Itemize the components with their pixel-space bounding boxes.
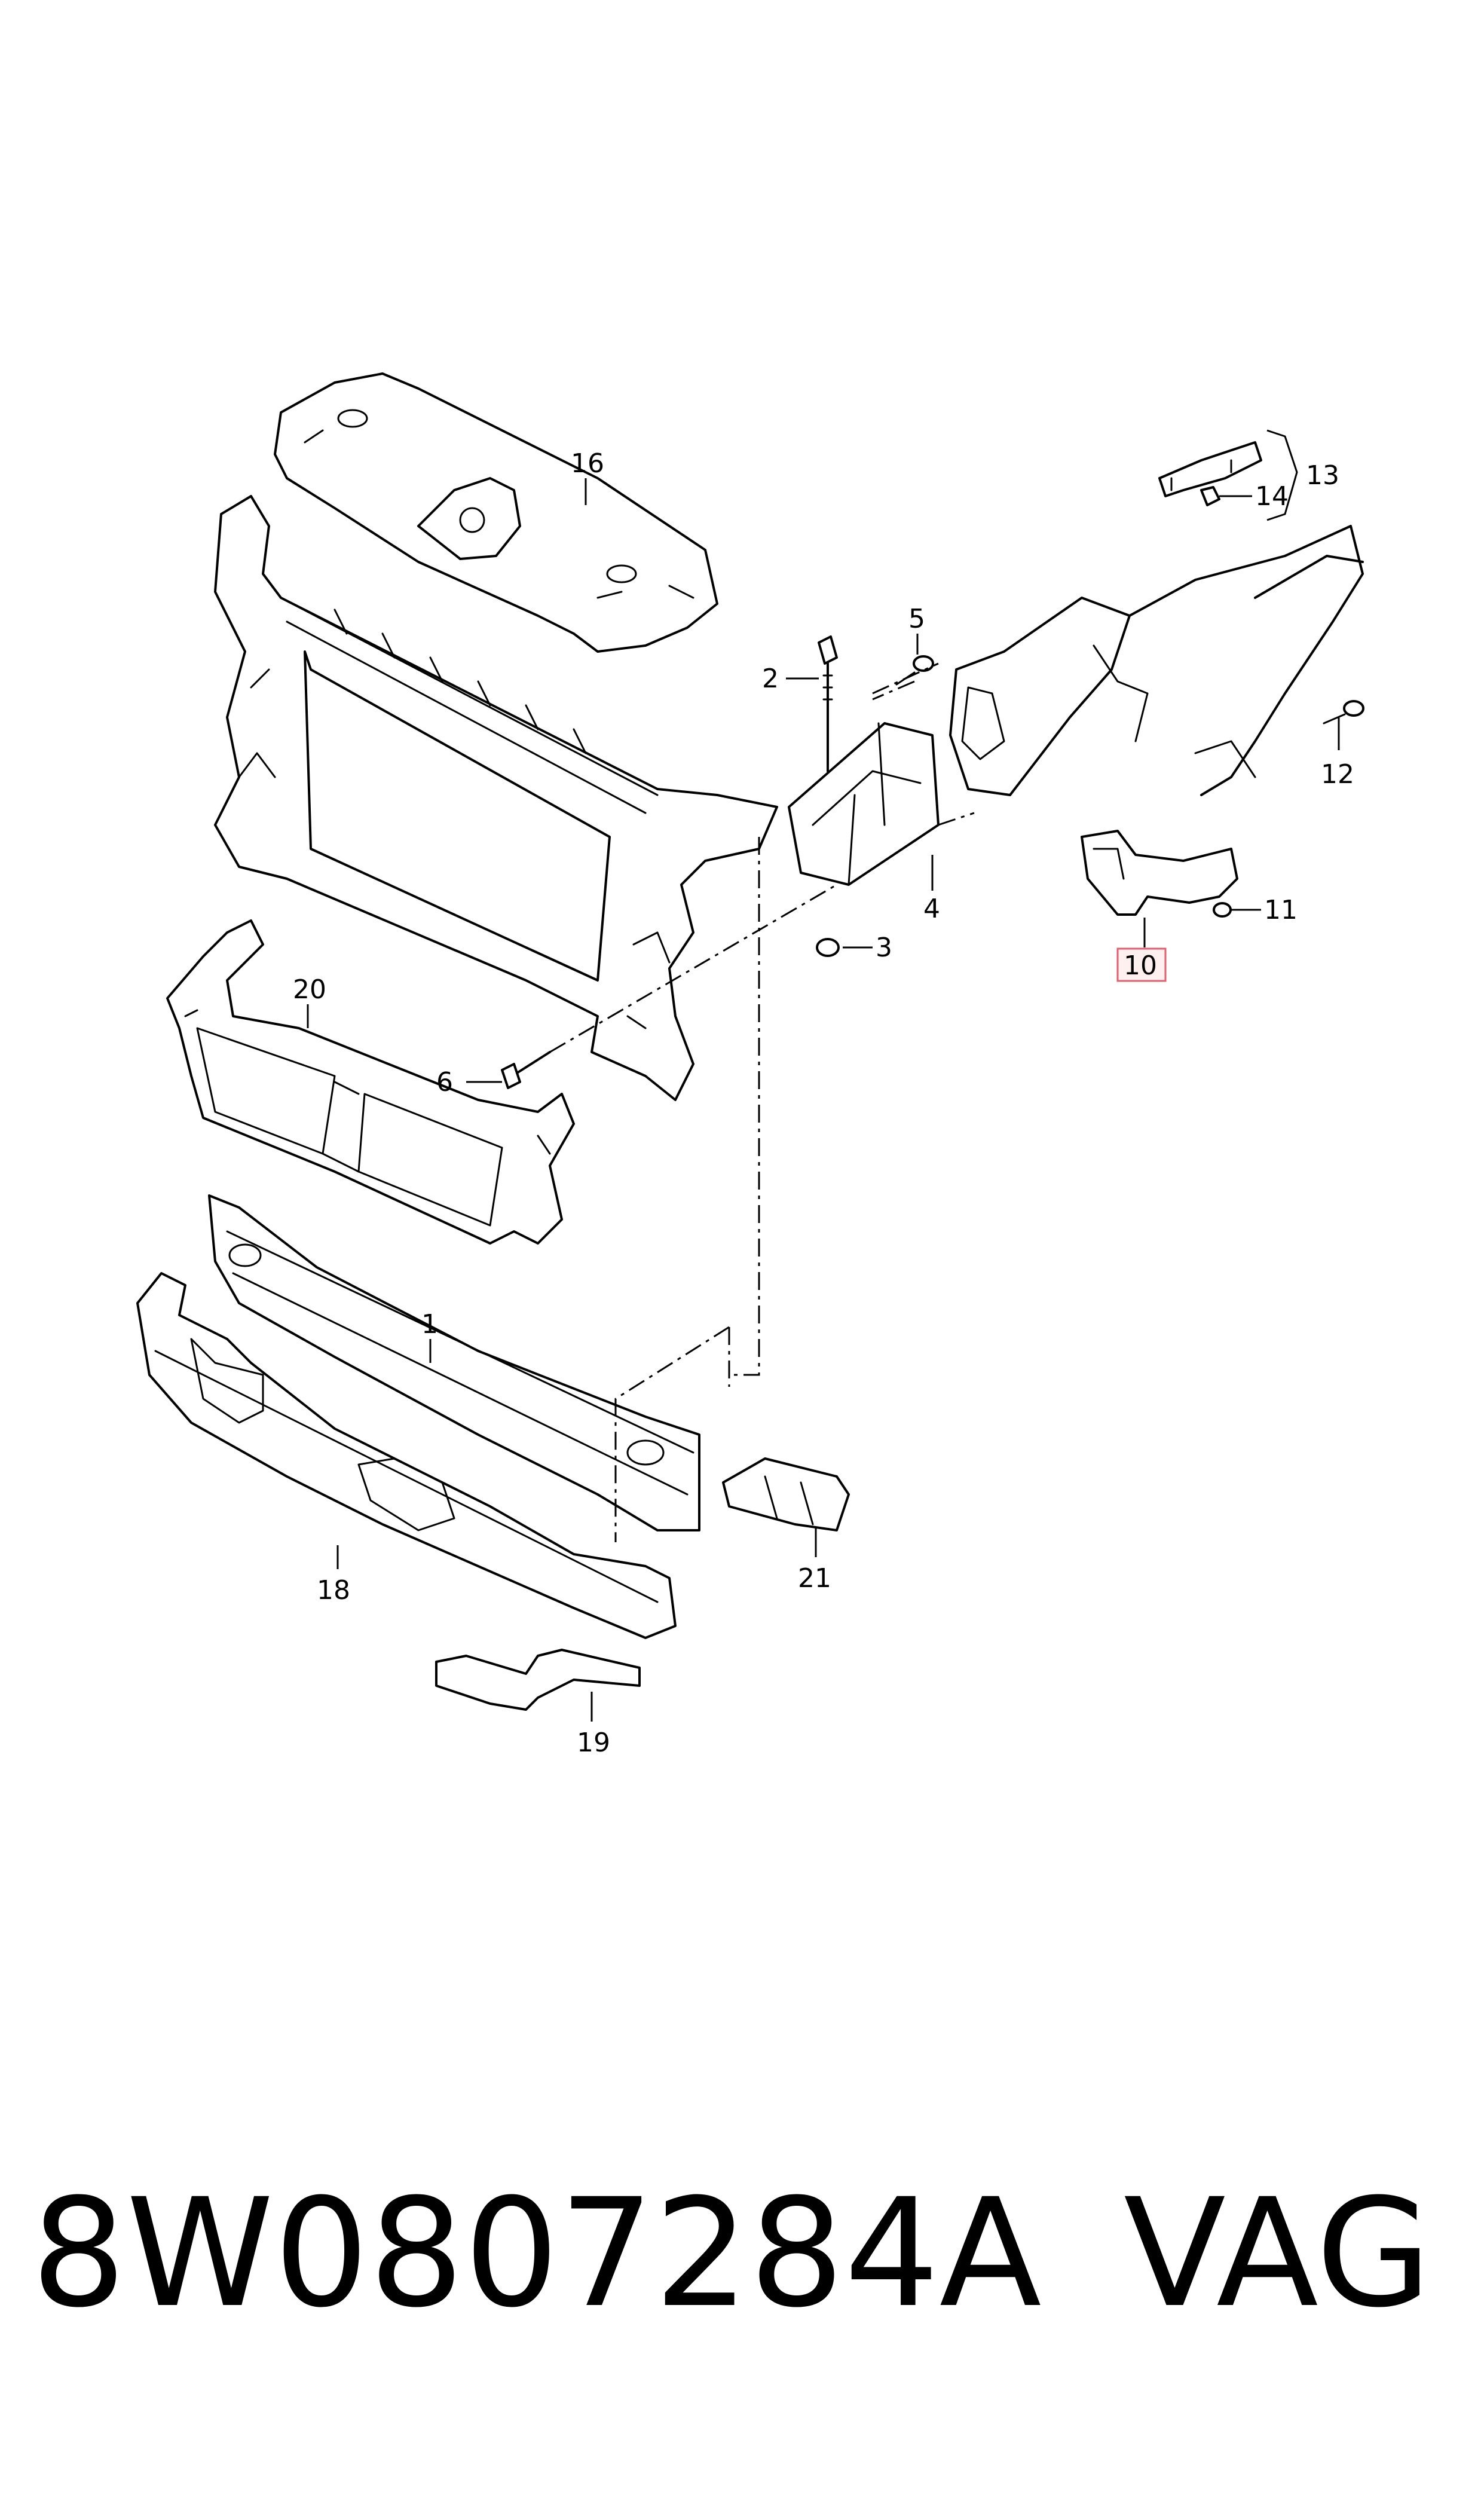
callout-10-highlight — [1116, 947, 1167, 982]
part-12-screw — [1323, 700, 1364, 724]
callout-12: 12 — [1321, 759, 1354, 790]
part-21-bracket — [722, 1457, 850, 1531]
part-18-energy-absorber — [136, 1272, 677, 1639]
callout-5: 5 — [908, 604, 925, 634]
part-16-upper-cover — [274, 372, 718, 653]
callout-2: 2 — [762, 664, 779, 694]
part-19-lower-strip — [435, 1649, 641, 1711]
part-5-screw — [895, 655, 934, 686]
longitudinal-member — [949, 525, 1364, 796]
part-20-air-guide — [166, 919, 575, 1245]
callout-4: 4 — [923, 894, 940, 924]
callout-19: 19 — [577, 1728, 610, 1758]
leader-lines — [307, 429, 1340, 1722]
callout-13: 13 — [1306, 460, 1339, 491]
part-14-clip — [1200, 486, 1220, 506]
assembly-lines — [549, 662, 975, 1542]
callout-14: 14 — [1255, 481, 1289, 512]
callout-16: 16 — [571, 448, 604, 479]
part-10-bracket — [1081, 830, 1238, 916]
callout-11: 11 — [1264, 895, 1298, 925]
part-3-nut — [816, 938, 840, 957]
lock-carrier-frame — [214, 495, 778, 1101]
part-13-retainer — [1158, 441, 1262, 497]
callout-3: 3 — [876, 933, 892, 963]
part-11-nut — [1213, 902, 1232, 918]
callout-6: 6 — [436, 1067, 453, 1097]
callout-18: 18 — [317, 1575, 350, 1606]
callout-10: 10 — [1124, 950, 1157, 981]
callout-21: 21 — [798, 1563, 831, 1594]
part-4-crash-box — [788, 722, 940, 886]
callout-20: 20 — [293, 974, 326, 1005]
part-6-screw — [501, 1051, 551, 1089]
brand-label: VAG — [1124, 2166, 1432, 2340]
callout-1: 1 — [421, 1309, 438, 1340]
part-number: 8W0807284A — [31, 2166, 1042, 2340]
part-1-bumper-beam — [208, 1194, 700, 1531]
part-2-bolt — [818, 635, 838, 772]
